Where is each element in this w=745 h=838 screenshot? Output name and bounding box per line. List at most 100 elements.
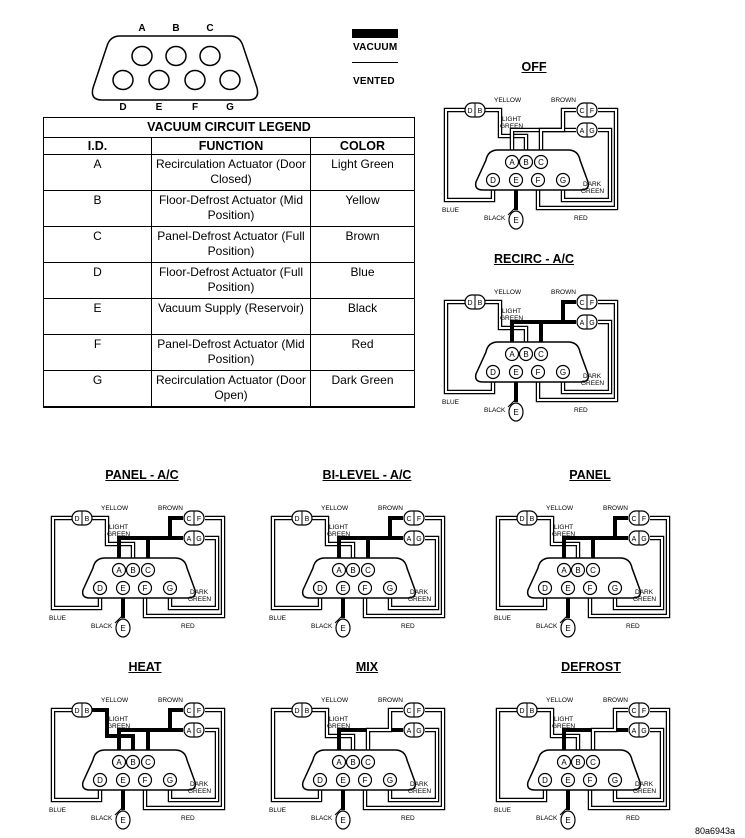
svg-text:B: B (350, 758, 355, 767)
svg-text:DARK: DARK (583, 181, 602, 188)
svg-text:F: F (417, 516, 421, 523)
legend-id: D (43, 262, 152, 299)
svg-text:G: G (589, 320, 594, 327)
svg-text:C: C (590, 758, 596, 767)
svg-text:G: G (167, 584, 173, 593)
svg-text:B: B (530, 516, 535, 523)
svg-text:A: A (580, 320, 585, 327)
legend-function: Recirculation Actuator (Door Closed) (151, 154, 311, 191)
svg-text:GREEN: GREEN (552, 531, 575, 538)
svg-text:F: F (143, 776, 148, 785)
svg-text:D: D (542, 584, 548, 593)
connector-letter-E: E (156, 102, 163, 113)
svg-text:YELLOW: YELLOW (494, 97, 522, 104)
svg-text:F: F (363, 584, 368, 593)
svg-text:E: E (120, 584, 125, 593)
svg-text:LIGHT: LIGHT (329, 716, 348, 723)
svg-text:A: A (116, 566, 122, 575)
svg-text:B: B (305, 516, 310, 523)
svg-text:F: F (363, 776, 368, 785)
svg-text:BLACK: BLACK (484, 215, 506, 222)
svg-text:D: D (490, 176, 496, 185)
svg-text:BLACK: BLACK (536, 815, 558, 822)
svg-text:DARK: DARK (635, 781, 654, 788)
svg-text:F: F (642, 708, 646, 715)
svg-text:B: B (85, 516, 90, 523)
diagram-title: HEAT (128, 660, 162, 674)
svg-text:G: G (560, 368, 566, 377)
svg-text:LIGHT: LIGHT (502, 308, 521, 315)
svg-text:G: G (612, 584, 618, 593)
svg-text:RED: RED (181, 623, 195, 630)
connector-letter-F: F (192, 102, 198, 113)
svg-text:BLUE: BLUE (442, 399, 460, 406)
connector-port-C (199, 45, 221, 67)
legend-id: B (43, 190, 152, 227)
svg-text:F: F (536, 176, 541, 185)
svg-text:C: C (590, 566, 596, 575)
legend-color: Dark Green (310, 370, 415, 408)
svg-text:G: G (560, 176, 566, 185)
svg-text:F: F (143, 584, 148, 593)
legend-function: Floor-Defrost Actuator (Mid Position) (151, 190, 311, 227)
svg-text:BROWN: BROWN (378, 697, 403, 704)
svg-text:BLACK: BLACK (311, 815, 333, 822)
svg-text:A: A (187, 536, 192, 543)
svg-text:F: F (590, 108, 594, 115)
svg-text:LIGHT: LIGHT (329, 524, 348, 531)
svg-text:GREEN: GREEN (408, 788, 431, 795)
svg-text:E: E (565, 584, 570, 593)
svg-text:BLUE: BLUE (49, 807, 67, 814)
legend-function: Floor-Defrost Actuator (Full Position) (151, 262, 311, 299)
svg-text:RED: RED (401, 623, 415, 630)
svg-text:GREEN: GREEN (107, 531, 130, 538)
svg-text:RED: RED (574, 407, 588, 414)
svg-text:D: D (74, 708, 79, 715)
svg-text:G: G (167, 776, 173, 785)
svg-text:BROWN: BROWN (551, 289, 576, 296)
svg-text:A: A (580, 128, 585, 135)
connector-letter-B: B (172, 23, 179, 34)
legend-function: Panel-Defrost Actuator (Mid Position) (151, 334, 311, 371)
svg-text:G: G (387, 584, 393, 593)
svg-text:B: B (478, 300, 483, 307)
svg-text:C: C (538, 350, 544, 359)
svg-text:E: E (513, 408, 518, 417)
connector-port-B (165, 45, 187, 67)
svg-text:BLACK: BLACK (91, 623, 113, 630)
legend-id: A (43, 154, 152, 191)
svg-text:F: F (588, 776, 593, 785)
legend-function: Vacuum Supply (Reservoir) (151, 298, 311, 335)
svg-text:E: E (513, 216, 518, 225)
svg-text:RED: RED (181, 815, 195, 822)
svg-text:GREEN: GREEN (188, 788, 211, 795)
svg-text:D: D (542, 776, 548, 785)
svg-text:DARK: DARK (410, 781, 429, 788)
diagram-title: DEFROST (561, 660, 621, 674)
svg-text:BLUE: BLUE (494, 615, 512, 622)
svg-text:C: C (579, 108, 584, 115)
svg-text:YELLOW: YELLOW (321, 697, 349, 704)
svg-text:GREEN: GREEN (581, 188, 604, 195)
svg-text:A: A (632, 536, 637, 543)
svg-text:A: A (336, 758, 342, 767)
legend-title: VACUUM CIRCUIT LEGEND (43, 117, 415, 138)
svg-text:D: D (97, 584, 103, 593)
svg-text:YELLOW: YELLOW (321, 505, 349, 512)
svg-text:E: E (565, 624, 570, 633)
connector-port-G (219, 69, 241, 91)
vacuum-key-label: VACUUM (353, 42, 398, 53)
svg-text:D: D (294, 708, 299, 715)
diagram-title: MIX (355, 660, 379, 674)
svg-text:E: E (340, 776, 345, 785)
svg-text:A: A (509, 158, 515, 167)
